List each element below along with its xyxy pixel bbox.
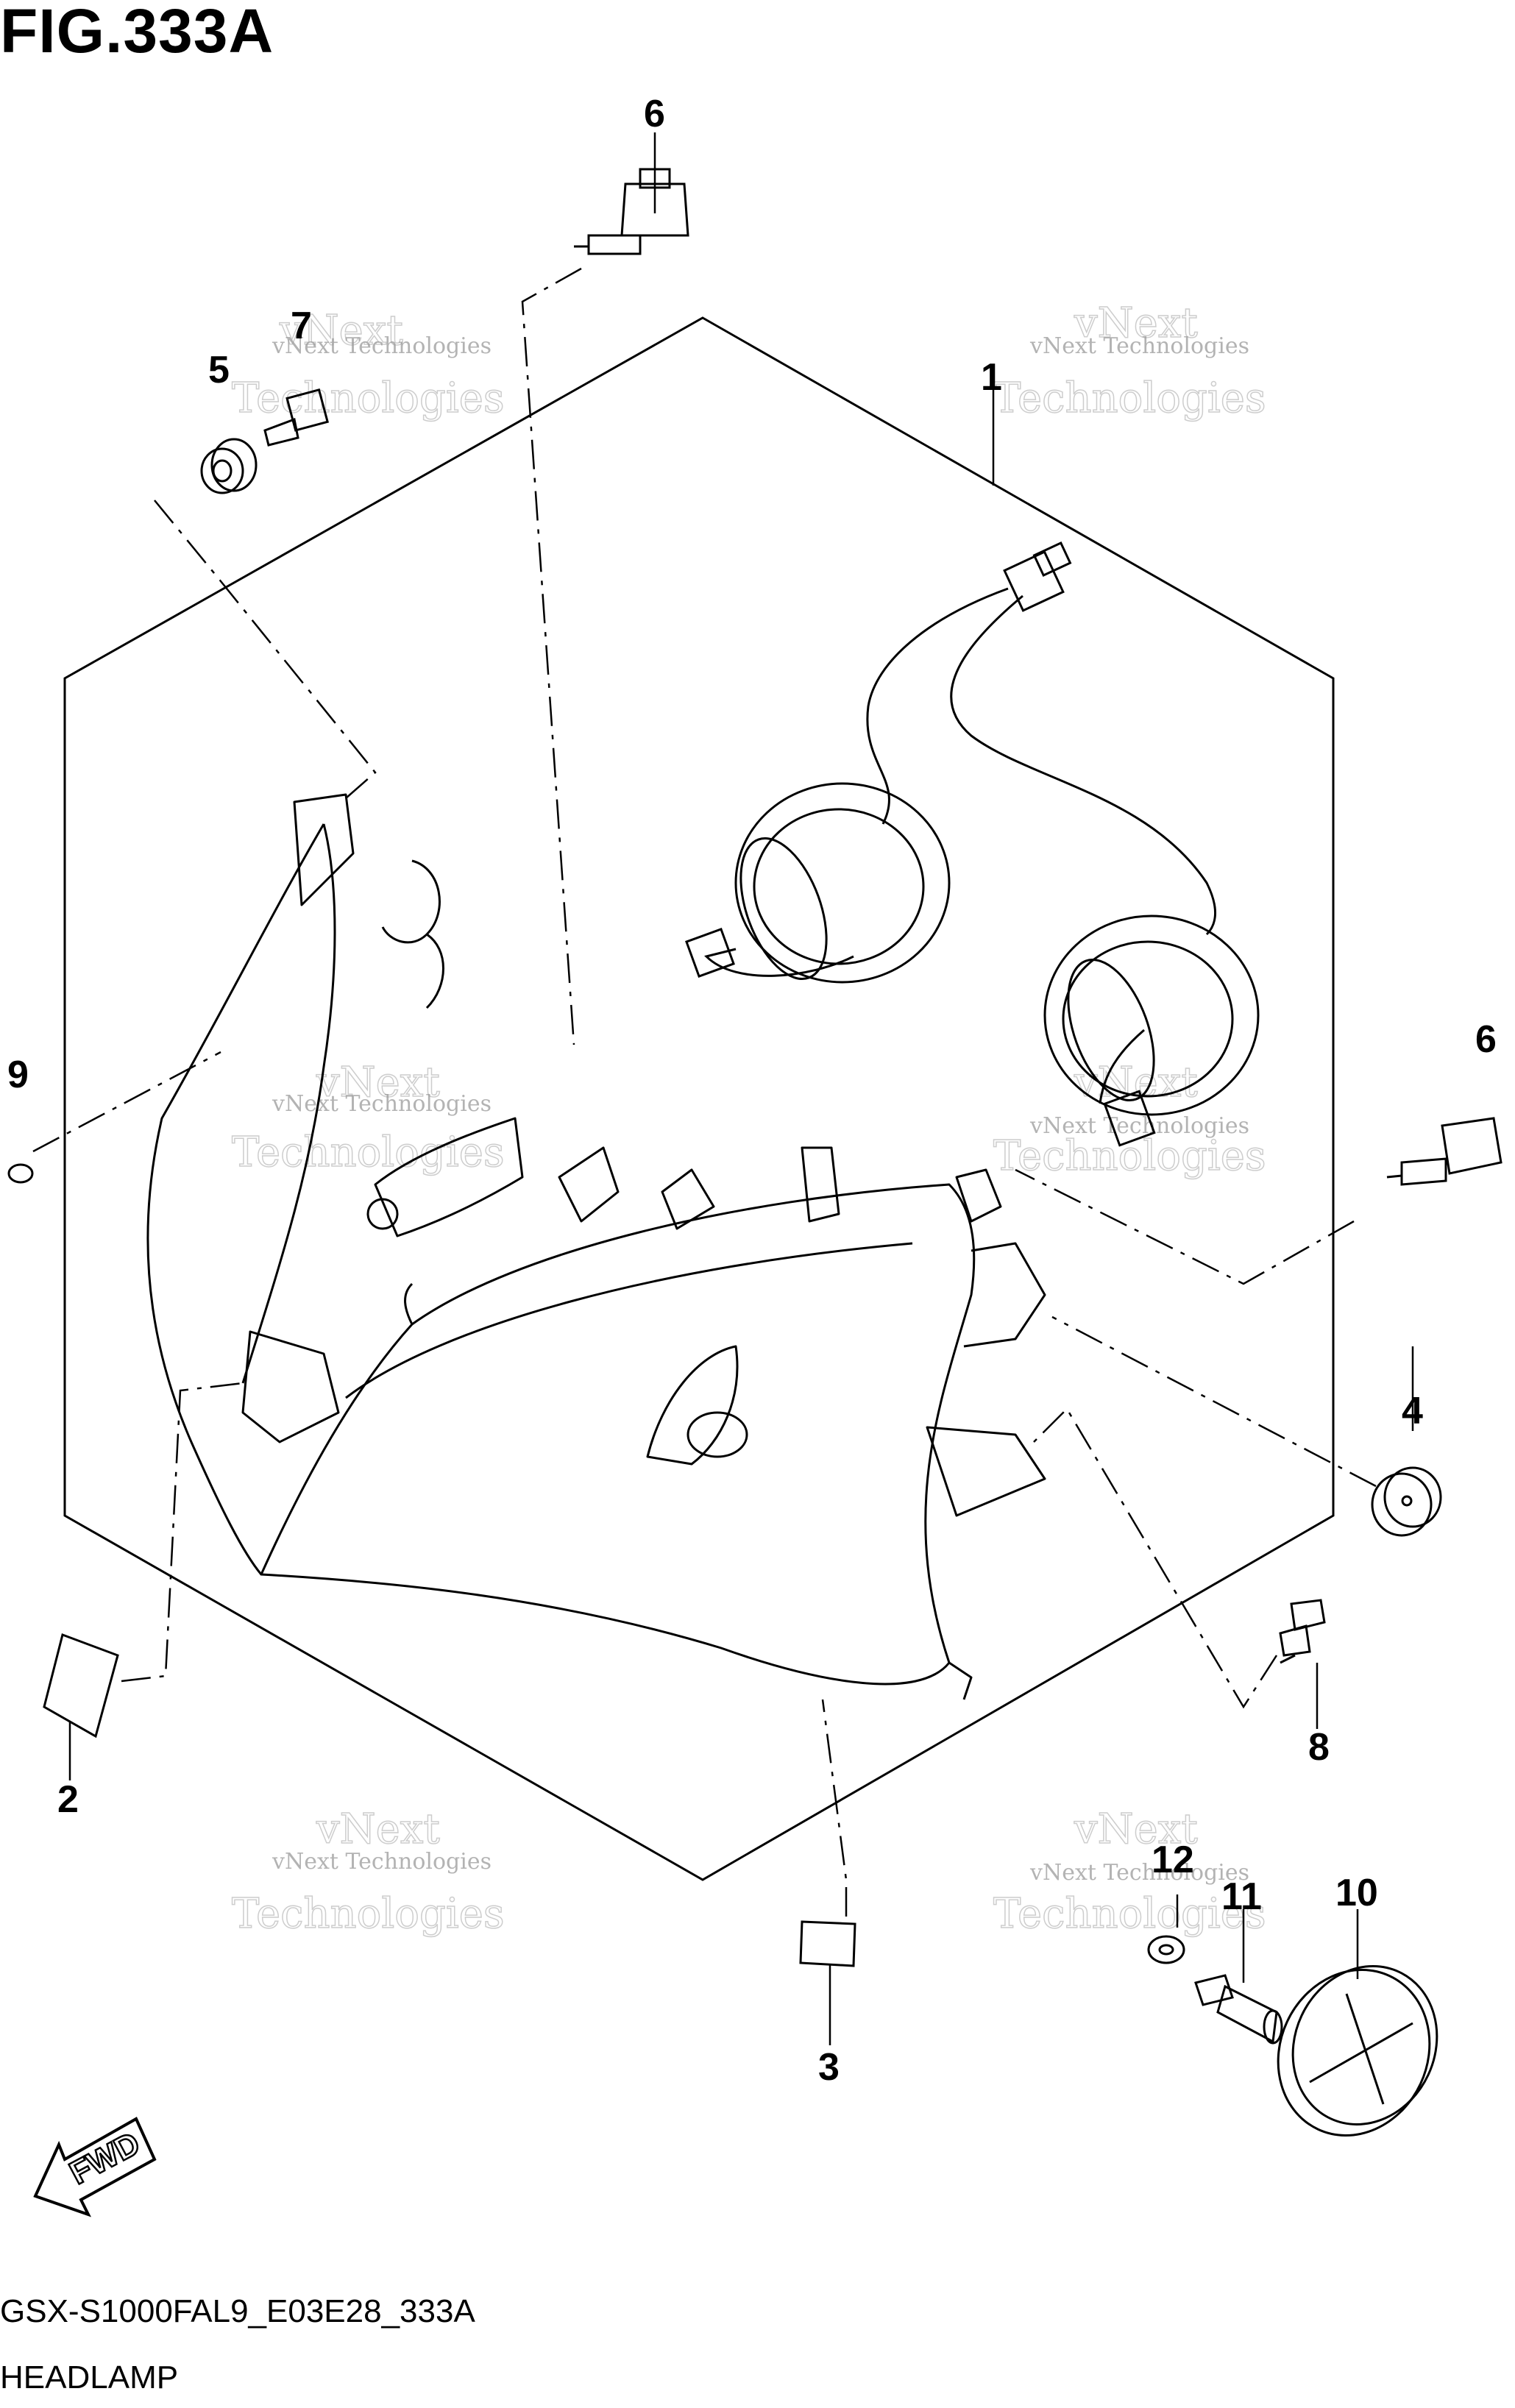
callout-1: 1 [981,356,1002,399]
wiring-harness [685,541,1260,1147]
washer-part-12 [1147,1935,1185,1964]
watermark-line1: vNext Technologies [272,333,492,359]
watermark-line1: vNext Technologies [272,1091,492,1117]
bulb-part-6-right [1386,1117,1502,1186]
watermark-mid-right: vNext vNext Technologies Technologies [993,1058,1266,1181]
callout-4: 4 [1402,1390,1423,1432]
watermark-top-left: vNext vNext Technologies Technologies [231,306,505,423]
screw-part-7 [263,388,330,447]
watermark-line2: Technologies [993,374,1266,422]
figure-title: FIG.333A [0,0,274,65]
watermark-line1: vNext Technologies [1029,1860,1249,1886]
pad-part-3 [799,1920,856,1967]
callout-12: 12 [1152,1839,1194,1881]
clip-part-8 [1279,1599,1326,1664]
callout-8: 8 [1308,1726,1330,1769]
watermark-line2: Technologies [993,1890,1266,1938]
watermark-line1: vNext Technologies [1029,1113,1249,1139]
watermark-bottom-left: vNext vNext Technologies Technologies [231,1805,505,1939]
grommet-part-4 [1371,1466,1442,1537]
watermark-top-right: vNext vNext Technologies Technologies [993,299,1266,423]
headlamp-housing [146,793,1046,1700]
watermark-line2: Technologies [232,1129,505,1176]
watermark-line1: vNext Technologies [1029,333,1249,359]
pad-part-2 [43,1633,119,1738]
forward-direction-arrow: FWD [33,2117,157,2217]
watermark-brand: vNext [1074,1805,1198,1853]
callout-labels: 1 2 3 4 5 6 6 7 8 9 10 11 12 [7,93,1497,2089]
callout-2: 2 [57,1778,79,1821]
callout-10: 10 [1335,1872,1378,1914]
drawing-code: GSX-S1000FAL9_E03E28_333A [0,2293,475,2329]
section-name: HEADLAMP [0,2359,179,2395]
callout-11: 11 [1221,1875,1262,1918]
watermark-mid-left: vNext vNext Technologies Technologies [231,1058,505,1177]
grommet-part-5 [200,438,258,494]
callout-7: 7 [291,305,312,347]
watermark-line2: Technologies [232,1890,505,1938]
callout-6-top: 6 [644,93,665,135]
watermark-bottom-right: vNext vNext Technologies Technologies [993,1805,1266,1939]
watermark-brand: vNext [316,1805,440,1853]
callout-9: 9 [7,1054,29,1096]
watermark-line1: vNext Technologies [272,1849,492,1875]
screw-part-11 [1194,1974,1283,2045]
cover-part-10 [1277,1965,1438,2137]
watermark-line2: Technologies [993,1132,1266,1180]
callout-3: 3 [818,2046,840,2089]
callout-6-right: 6 [1475,1018,1497,1061]
watermark-brand: vNext [1074,299,1198,347]
callout-5: 5 [208,349,230,391]
plug-part-9 [7,1163,34,1184]
watermark-line2: Technologies [232,374,505,422]
assembly-outline [63,316,1335,1881]
watermark-brand: vNext [279,307,403,355]
bulb-part-6-top [574,168,689,255]
watermark-brand: vNext [316,1059,440,1107]
